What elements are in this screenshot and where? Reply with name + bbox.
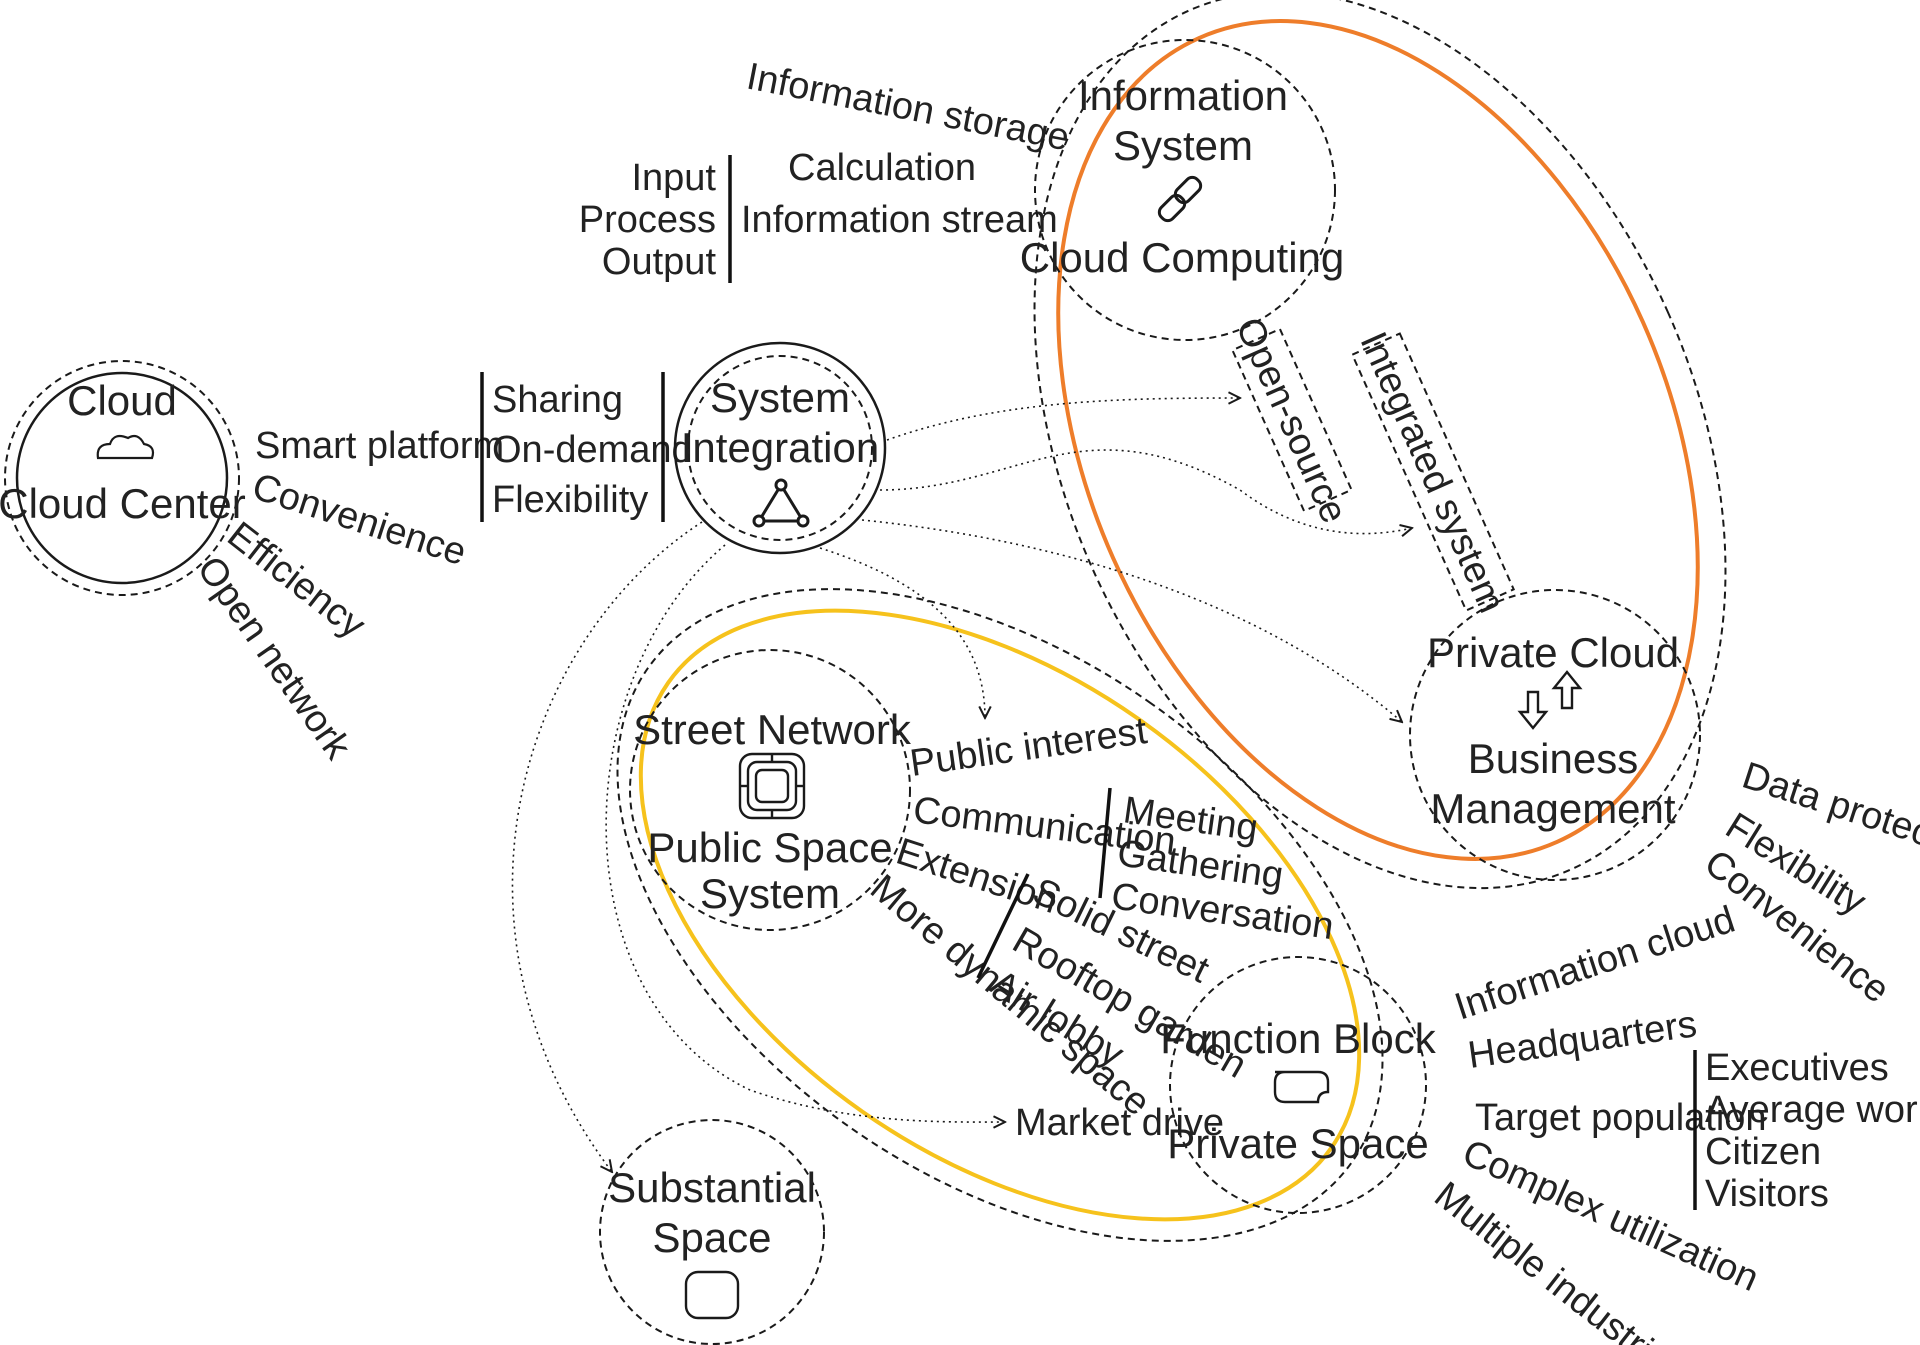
private-space-title: Private Space [1167, 1120, 1428, 1167]
space-title: Space [652, 1214, 771, 1261]
information-stream-label: Information stream [741, 199, 1058, 241]
street-grid-icon [738, 752, 806, 820]
block-icon [1273, 1070, 1330, 1104]
management-title: Management [1430, 785, 1675, 832]
calculation-label: Calculation [788, 147, 976, 189]
arrow-to-private-cloud [861, 519, 1402, 722]
public-interest-label: Public interest [907, 710, 1150, 785]
on-demand-label: On-demand [492, 429, 693, 471]
information-title: Information [1078, 72, 1288, 119]
input-label: Input [631, 157, 716, 199]
connector-arrows [511, 398, 1412, 1172]
information-cloud-label: Information cloud [1450, 899, 1740, 1029]
business-title: Business [1468, 735, 1638, 782]
private-cloud-title: Private Cloud [1427, 629, 1679, 676]
cloud-icon [96, 434, 155, 460]
citizen-label: Citizen [1705, 1131, 1821, 1173]
executives-label: Executives [1705, 1047, 1889, 1089]
system-title: System [710, 374, 850, 421]
system-integration-node[interactable]: System Integration [673, 341, 887, 555]
function-block-node[interactable]: Function Block Private Space [1160, 956, 1437, 1214]
process-label: Process [579, 199, 716, 241]
function-block-title: Function Block [1160, 1015, 1436, 1062]
information-system-node[interactable]: Information System Cloud Computing [1020, 39, 1345, 341]
target-population-label: Target population [1475, 1097, 1767, 1139]
public-space-title: Public Space [647, 824, 892, 871]
information-group-outline [1033, 0, 1727, 890]
average-workers-label: Average workers [1705, 1089, 1920, 1131]
street-network-title: Street Network [633, 706, 912, 753]
extension-group-bar [976, 873, 1030, 979]
arrow-to-market-drive [605, 544, 1005, 1122]
open-source-label: Open-source [1227, 312, 1355, 530]
information-storage-label: Information storage [743, 56, 1072, 160]
open-source-box: Open-source [1227, 312, 1355, 530]
integrated-system-label: Integrated system [1351, 326, 1512, 619]
substantial-space-node[interactable]: Substantial Space [599, 1119, 825, 1345]
integration-title: Integration [681, 424, 879, 471]
exchange-arrows-icon [1517, 670, 1583, 730]
arrow-to-integrated-system [879, 449, 1412, 534]
street-network-node[interactable]: Street Network Public Space System [629, 649, 912, 931]
market-drive-label: Market drive [1015, 1102, 1224, 1144]
cloud-center-title: Cloud Center [0, 480, 246, 527]
smart-platform-label: Smart platform [255, 425, 504, 467]
sharing-label: Sharing [492, 379, 623, 421]
orange-ellipse [1056, 19, 1700, 861]
output-label: Output [602, 241, 717, 283]
rounded-square-icon [684, 1270, 740, 1320]
triangle-network-icon [752, 478, 810, 528]
public-space-group-outline [616, 588, 1384, 1242]
arrow-to-street-network [819, 547, 985, 718]
communication-group-bar [1098, 787, 1112, 899]
private-cloud-node[interactable]: Private Cloud Business Management [1409, 589, 1701, 881]
yellow-ellipse [638, 608, 1362, 1222]
chain-link-icon [1157, 175, 1203, 223]
visitors-label: Visitors [1705, 1173, 1829, 1215]
flexibility-label: Flexibility [492, 479, 648, 521]
system-2-title: System [700, 870, 840, 917]
cloud-center-node[interactable]: Cloud Cloud Center [0, 360, 246, 596]
substantial-title: Substantial [608, 1164, 816, 1211]
cloud-title: Cloud [67, 377, 177, 424]
system-subtitle: System [1113, 122, 1253, 169]
arrow-to-open-source [886, 398, 1240, 441]
integrated-system-box: Integrated system [1350, 326, 1516, 619]
cloud-computing-title: Cloud Computing [1020, 234, 1345, 281]
